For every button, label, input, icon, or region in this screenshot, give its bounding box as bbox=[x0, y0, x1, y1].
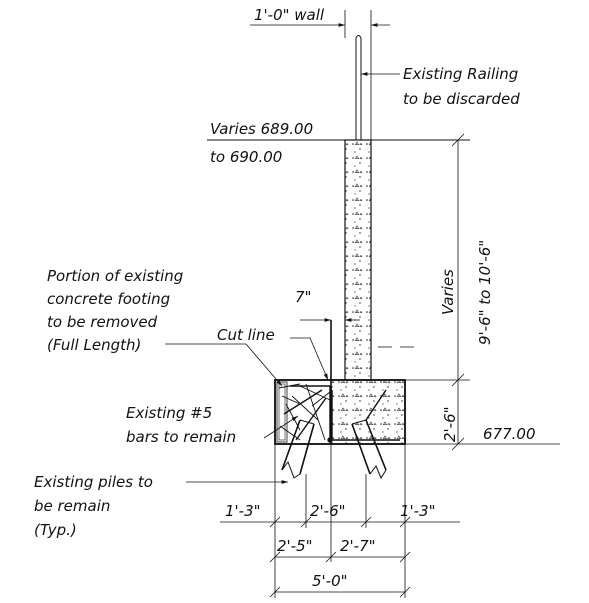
footing-note-line3: to be removed bbox=[47, 313, 158, 331]
cut-offset-dimension bbox=[300, 288, 360, 330]
bottom-extension-lines bbox=[274, 444, 406, 598]
dim-between-piles: 2'-6" bbox=[310, 502, 346, 520]
bars-note-line1: Existing #5 bbox=[126, 404, 212, 422]
cut-offset-label: 7" bbox=[295, 288, 311, 306]
dim-left-edge: 1'-3" bbox=[225, 502, 261, 520]
dim-left-part: 2'-5" bbox=[277, 537, 313, 555]
cut-line-leader bbox=[290, 337, 329, 381]
height-varies-label: Varies bbox=[439, 269, 457, 315]
bars-note-leader bbox=[263, 415, 299, 439]
pile-left bbox=[281, 419, 315, 479]
dimension-row-2 bbox=[269, 551, 411, 563]
dimension-row-1 bbox=[220, 516, 460, 528]
dim-right-edge: 1'-3" bbox=[400, 502, 436, 520]
rebar bbox=[283, 385, 400, 443]
pile-right bbox=[351, 419, 387, 480]
footing-note-line2: concrete footing bbox=[47, 290, 170, 308]
railing-label-line1: Existing Railing bbox=[403, 65, 518, 83]
cut-line-label: Cut line bbox=[217, 326, 275, 344]
height-dimension bbox=[405, 133, 470, 387]
dim-right-part: 2'-7" bbox=[340, 537, 376, 555]
bottom-elevation-label: 677.00 bbox=[483, 425, 536, 443]
footing-depth-dimension bbox=[405, 380, 560, 451]
wall-stem bbox=[344, 139, 372, 381]
piles-note-line1: Existing piles to bbox=[34, 473, 153, 491]
dim-total: 5'-0" bbox=[312, 572, 348, 590]
piles-note-line2: be remain bbox=[34, 497, 110, 515]
railing-label-line2: to be discarded bbox=[403, 90, 520, 108]
bars-note-line2: bars to remain bbox=[126, 428, 236, 446]
wall-width-label: 1'-0" wall bbox=[254, 6, 325, 24]
piles-note-line3: (Typ.) bbox=[34, 521, 77, 539]
footing-note-line1: Portion of existing bbox=[47, 267, 183, 285]
height-range-label: 9'-6" to 10'-6" bbox=[476, 240, 494, 345]
footing-note-leader bbox=[165, 343, 283, 387]
dimension-row-3 bbox=[269, 586, 411, 598]
wall-width-dimension bbox=[250, 10, 390, 140]
footing-note-line4: (Full Length) bbox=[47, 336, 141, 354]
existing-railing bbox=[355, 35, 362, 140]
top-elevation-line1: Varies 689.00 bbox=[210, 120, 313, 138]
top-elevation-line2: to 690.00 bbox=[210, 148, 282, 166]
footing-depth-label: 2'-6" bbox=[441, 406, 459, 442]
